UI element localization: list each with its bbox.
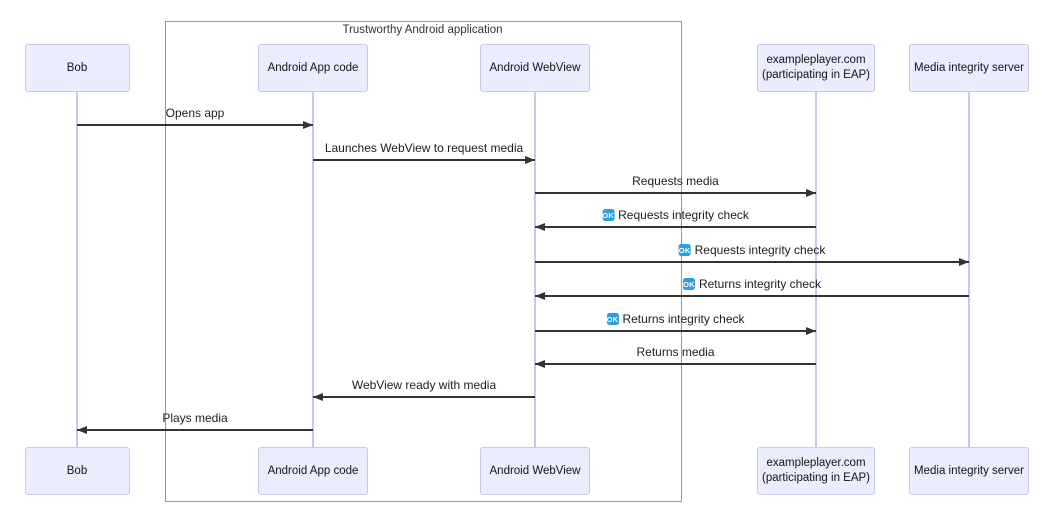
- participant-bob-top: Bob: [24, 44, 130, 92]
- message-text: Requests integrity check: [694, 243, 826, 257]
- message-text: Returns integrity check: [622, 312, 745, 326]
- message-line-8: [313, 396, 535, 398]
- participant-label: Media integrity server: [914, 61, 1024, 74]
- participant-label: Android WebView: [489, 61, 581, 74]
- participant-webview-bottom: Android WebView: [480, 447, 590, 495]
- message-line-3: [535, 226, 816, 228]
- lifeline-example: [815, 92, 817, 447]
- participant-label: Bob: [66, 464, 88, 477]
- message-label-9: Plays media: [162, 411, 227, 425]
- message-line-4: [535, 261, 969, 263]
- arrowhead-icon: [806, 326, 816, 335]
- participant-label: (participating in EAP): [761, 69, 871, 81]
- message-text: Returns integrity check: [698, 277, 822, 291]
- message-label-1: Launches WebView to request media: [325, 141, 523, 155]
- message-label-8: WebView ready with media: [352, 378, 496, 392]
- ok-badge-icon: OK: [678, 244, 691, 256]
- message-text: Opens app: [165, 106, 225, 120]
- participant-media-top: Media integrity server: [909, 44, 1029, 92]
- arrowhead-icon: [959, 257, 969, 266]
- message-line-7: [535, 363, 816, 365]
- participant-label: Bob: [66, 61, 88, 74]
- frame-title: Trustworthy Android application: [342, 24, 503, 36]
- message-label-0: Opens app: [166, 106, 225, 120]
- participant-app-top: Android App code: [258, 44, 368, 92]
- participant-example-bottom: exampleplayer.com (participating in EAP): [757, 447, 875, 495]
- lifeline-media: [968, 92, 970, 447]
- participant-label: exampleplayer.com: [766, 54, 866, 67]
- arrowhead-icon: [313, 392, 323, 401]
- arrowhead-icon: [525, 155, 535, 164]
- arrowhead-icon: [535, 291, 545, 300]
- participant-label: Android App code: [267, 464, 359, 477]
- arrowhead-icon: [77, 425, 87, 434]
- message-text: Launches WebView to request media: [324, 141, 524, 155]
- lifeline-bob: [76, 92, 78, 447]
- message-text: Requests media: [632, 174, 719, 188]
- arrowhead-icon: [806, 188, 816, 197]
- participant-bob-bottom: Bob: [24, 447, 130, 495]
- message-line-5: [535, 295, 969, 297]
- participant-webview-top: Android WebView: [480, 44, 590, 92]
- arrowhead-icon: [303, 120, 313, 129]
- message-line-6: [535, 330, 816, 332]
- participant-label: Android App code: [267, 61, 359, 74]
- participant-label: Android WebView: [489, 464, 581, 477]
- participant-example-top: exampleplayer.com (participating in EAP): [757, 44, 875, 92]
- message-text: WebView ready with media: [351, 378, 497, 392]
- arrowhead-icon: [535, 359, 545, 368]
- ok-badge-icon: OK: [602, 209, 615, 221]
- message-line-9: [77, 429, 313, 431]
- arrowhead-icon: [535, 222, 545, 231]
- message-line-2: [535, 192, 816, 194]
- participant-media-bottom: Media integrity server: [909, 447, 1029, 495]
- participant-label: Media integrity server: [914, 464, 1024, 477]
- participant-app-bottom: Android App code: [258, 447, 368, 495]
- participant-label: (participating in EAP): [761, 472, 871, 484]
- message-text: Plays media: [162, 411, 228, 425]
- message-line-0: [77, 124, 313, 126]
- message-label-7: Returns media: [636, 345, 714, 359]
- message-text: Returns media: [636, 345, 715, 359]
- ok-badge-icon: OK: [606, 313, 619, 325]
- message-text: Requests integrity check: [618, 208, 749, 222]
- ok-badge-icon: OK: [682, 278, 695, 290]
- lifeline-app: [312, 92, 314, 447]
- message-line-1: [313, 159, 535, 161]
- message-label-2: Requests media: [632, 174, 719, 188]
- lifeline-webview: [534, 92, 536, 447]
- participant-label: exampleplayer.com: [766, 457, 866, 470]
